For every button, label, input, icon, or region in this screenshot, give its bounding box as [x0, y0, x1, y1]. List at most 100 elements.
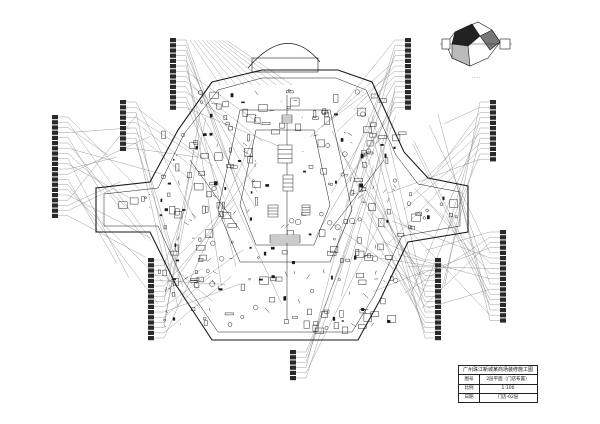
tag-label-block: [290, 355, 296, 360]
tag-label-block: [500, 235, 506, 240]
key-plan: - - - -: [440, 21, 512, 79]
tag-label-block: [490, 120, 496, 125]
tag-label-block: [120, 100, 126, 105]
tag-label-block: [500, 256, 506, 261]
tag-label-block: [148, 330, 154, 335]
tag-label-block: [490, 157, 496, 162]
tag-label-block: [170, 74, 176, 79]
tag-label-block: [148, 320, 154, 325]
tag-label-block: [52, 120, 58, 125]
tag-column: [170, 38, 176, 110]
tag-label-block: [148, 315, 154, 320]
tag-label-block: [405, 95, 411, 100]
tag-label-block: [435, 289, 441, 294]
tag-label-block: [148, 310, 154, 315]
tag-label-block: [170, 105, 176, 110]
tag-label-block: [490, 152, 496, 157]
tag-label-block: [120, 146, 126, 151]
tag-label-block: [52, 208, 58, 213]
tag-label-block: [120, 126, 126, 131]
tag-column: [500, 230, 506, 323]
tag-label-block: [435, 268, 441, 273]
tag-label-block: [148, 304, 154, 309]
title-block-value: 2层平面（门店布置）: [486, 377, 530, 382]
tag-label-block: [170, 43, 176, 48]
tag-label-block: [405, 79, 411, 84]
tag-label-block: [500, 240, 506, 245]
tag-label-block: [490, 105, 496, 110]
title-block-key: 日期: [459, 393, 480, 402]
tag-label-block: [500, 318, 506, 323]
title-block: 广州珠江新城某商场装修施工图 图号 2层平面（门店布置） 比例 1:100 日期…: [458, 365, 538, 403]
tag-label-block: [500, 308, 506, 313]
tag-label-block: [170, 79, 176, 84]
tag-label-block: [405, 58, 411, 63]
tag-label-block: [500, 292, 506, 297]
tag-label-block: [120, 120, 126, 125]
tag-label-block: [405, 90, 411, 95]
tag-label-block: [435, 294, 441, 299]
tag-label-block: [148, 336, 154, 341]
tag-label-block: [405, 69, 411, 74]
tag-label-block: [52, 187, 58, 192]
title-block-row: 日期 门店-02层: [459, 393, 537, 402]
svg-text:- - - -: - - - -: [472, 75, 481, 79]
tag-label-block: [52, 167, 58, 172]
tag-label-block: [405, 43, 411, 48]
tag-label-block: [290, 360, 296, 365]
tag-label-block: [435, 310, 441, 315]
tag-label-block: [405, 84, 411, 89]
tag-label-block: [52, 161, 58, 166]
tag-label-block: [148, 294, 154, 299]
tag-label-block: [148, 273, 154, 278]
tag-label-block: [490, 110, 496, 115]
tag-label-block: [500, 297, 506, 302]
tag-label-block: [52, 115, 58, 120]
tag-label-block: [170, 69, 176, 74]
tag-label-block: [500, 261, 506, 266]
tag-column: [405, 38, 411, 110]
tag-label-block: [435, 320, 441, 325]
tag-column: [52, 115, 58, 218]
tag-label-block: [148, 284, 154, 289]
tag-label-block: [500, 245, 506, 250]
tag-label-block: [490, 146, 496, 151]
tag-label-block: [148, 325, 154, 330]
tag-label-block: [500, 302, 506, 307]
tag-label-block: [52, 213, 58, 218]
tag-label-block: [490, 100, 496, 105]
title-block-value: 门店-02层: [497, 395, 519, 400]
tag-label-block: [290, 350, 296, 355]
title-block-title: 广州珠江新城某商场装修施工图: [459, 366, 537, 375]
tag-label-block: [490, 126, 496, 131]
tag-label-block: [435, 304, 441, 309]
tag-label-block: [120, 141, 126, 146]
tag-label-block: [290, 370, 296, 375]
tag-label-block: [52, 125, 58, 130]
tag-label-block: [148, 263, 154, 268]
tag-label-block: [405, 74, 411, 79]
tag-column: [290, 350, 296, 381]
tag-label-block: [435, 315, 441, 320]
tag-label-block: [52, 203, 58, 208]
tag-label-block: [435, 258, 441, 263]
tag-label-block: [148, 289, 154, 294]
tag-label-block: [120, 131, 126, 136]
tag-label-block: [170, 53, 176, 58]
title-block-value: 1:100: [501, 386, 515, 391]
tag-label-block: [405, 48, 411, 53]
tag-label-block: [52, 151, 58, 156]
tag-label-block: [170, 48, 176, 53]
tag-label-block: [170, 90, 176, 95]
tag-label-block: [170, 38, 176, 43]
tag-label-block: [290, 365, 296, 370]
tag-label-block: [120, 110, 126, 115]
tag-label-block: [435, 273, 441, 278]
tag-label-block: [435, 284, 441, 289]
tag-label-block: [435, 330, 441, 335]
tag-label-block: [52, 146, 58, 151]
title-block-row: 比例 1:100: [459, 384, 537, 394]
tag-label-block: [435, 278, 441, 283]
tag-label-block: [405, 53, 411, 58]
